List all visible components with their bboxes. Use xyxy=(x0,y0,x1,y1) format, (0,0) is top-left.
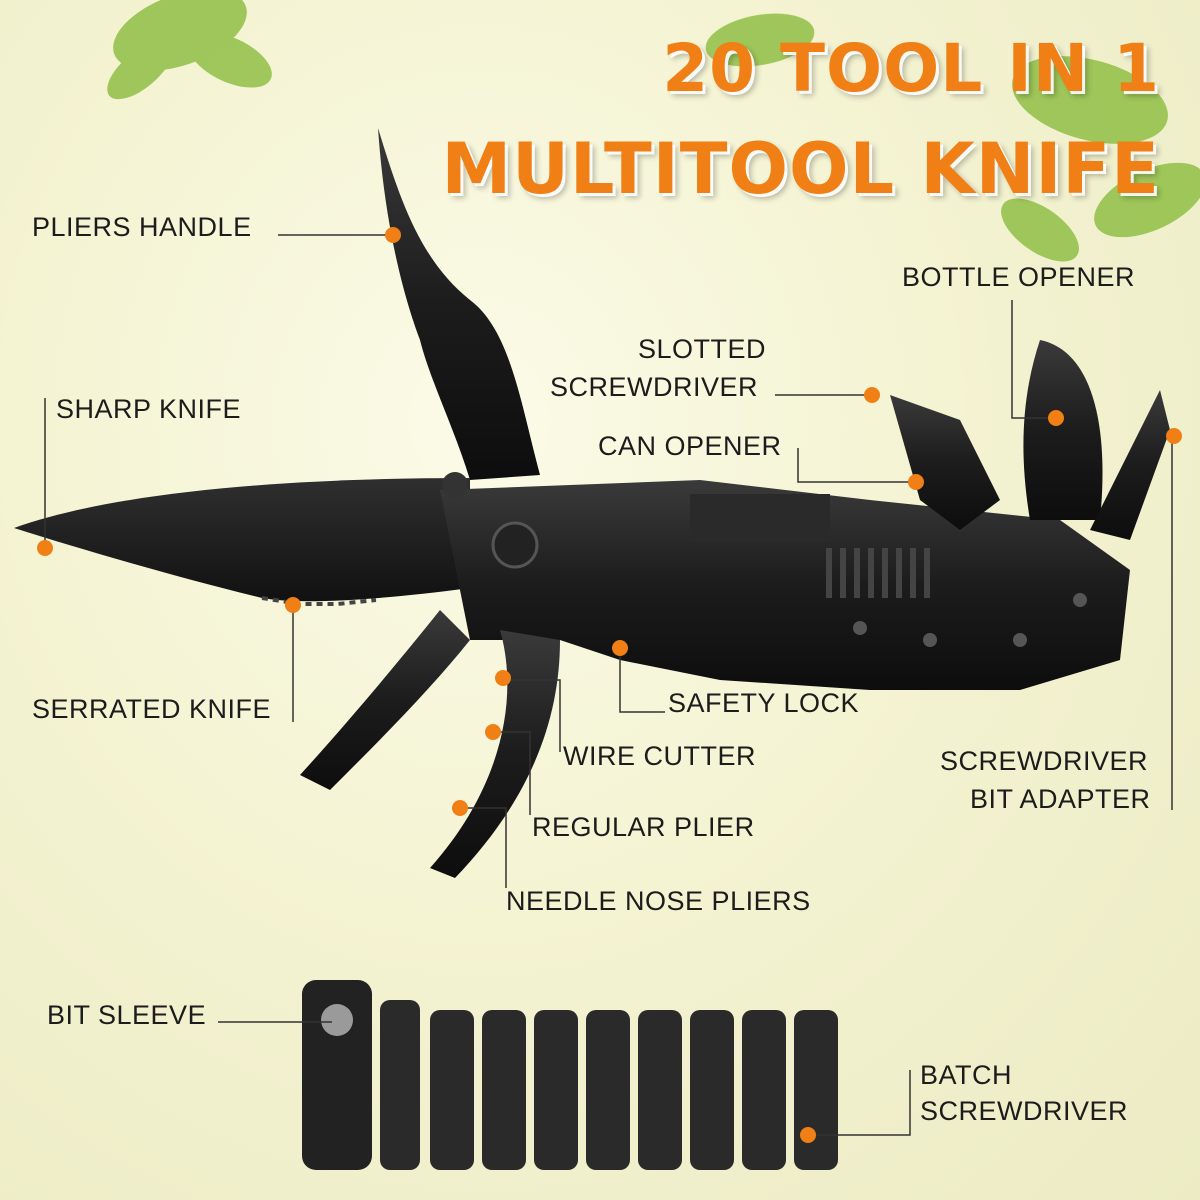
label-bit-adapter-line2: BIT ADAPTER xyxy=(970,784,1151,814)
label-batch-line1: BATCH xyxy=(920,1060,1013,1090)
label-slotted-line2: SCREWDRIVER xyxy=(550,372,759,402)
label-wire-cutter: WIRE CUTTER xyxy=(563,741,756,771)
label-slotted-line1: SLOTTED xyxy=(638,334,767,364)
label-sharp-knife: SHARP KNIFE xyxy=(56,394,242,424)
pliers-handle-part xyxy=(378,128,540,480)
slotted-screwdriver-part xyxy=(890,395,1000,530)
label-pliers-handle: PLIERS HANDLE xyxy=(32,212,252,242)
label-regular-plier: REGULAR PLIER xyxy=(532,812,755,842)
label-serrated-knife: SERRATED KNIFE xyxy=(32,694,272,724)
headline-line-2: MULTITOOL KNIFE xyxy=(441,128,1160,210)
label-bottle-opener: BOTTLE OPENER xyxy=(902,262,1136,292)
tool-body-part xyxy=(440,480,1130,690)
bit-sleeve-part xyxy=(302,980,372,1170)
label-bit-adapter-line1: SCREWDRIVER xyxy=(940,746,1149,776)
label-bit-sleeve: BIT SLEEVE xyxy=(47,1000,207,1030)
label-safety-lock: SAFETY LOCK xyxy=(668,688,860,718)
plier-jaw-lower xyxy=(430,630,560,878)
bit-adapter-part xyxy=(1090,390,1170,540)
bottle-opener-part xyxy=(1023,340,1103,520)
plier-jaw-upper xyxy=(300,610,470,790)
label-batch-line2: SCREWDRIVER xyxy=(920,1096,1129,1126)
knife-blade-part xyxy=(14,478,470,602)
label-can-opener: CAN OPENER xyxy=(598,431,782,461)
headline-line-1: 20 TOOL IN 1 xyxy=(662,30,1160,107)
label-needle-nose-pliers: NEEDLE NOSE PLIERS xyxy=(506,886,811,916)
